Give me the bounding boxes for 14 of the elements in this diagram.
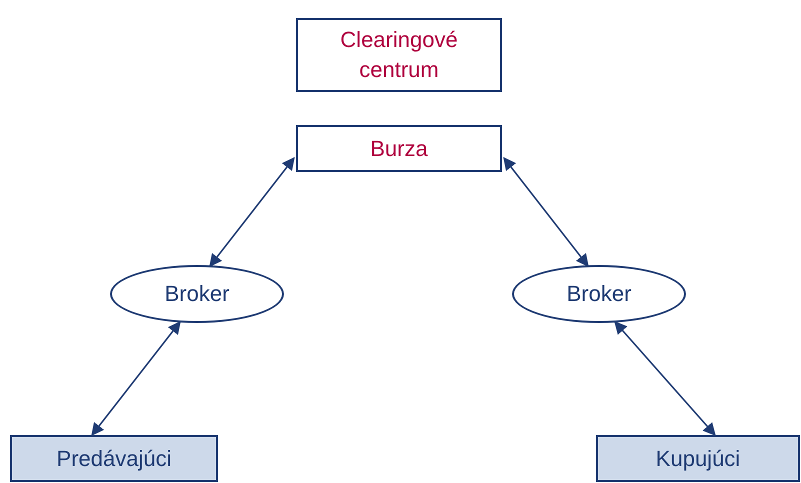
node-label: Burza [370,134,428,162]
node-label: Kupujúci [656,444,740,473]
node-label: Broker [164,280,230,308]
double-arrow [209,157,295,267]
double-arrow [503,157,589,267]
node-label: Clearingové centrum [339,26,459,84]
process-box [296,125,502,172]
party-box [596,435,800,482]
double-arrow [614,321,716,436]
party-box [10,435,218,482]
process-box [296,18,502,92]
node-label: Broker [566,280,632,308]
double-arrow [91,321,181,436]
node-label: Predávajúci [56,444,172,473]
